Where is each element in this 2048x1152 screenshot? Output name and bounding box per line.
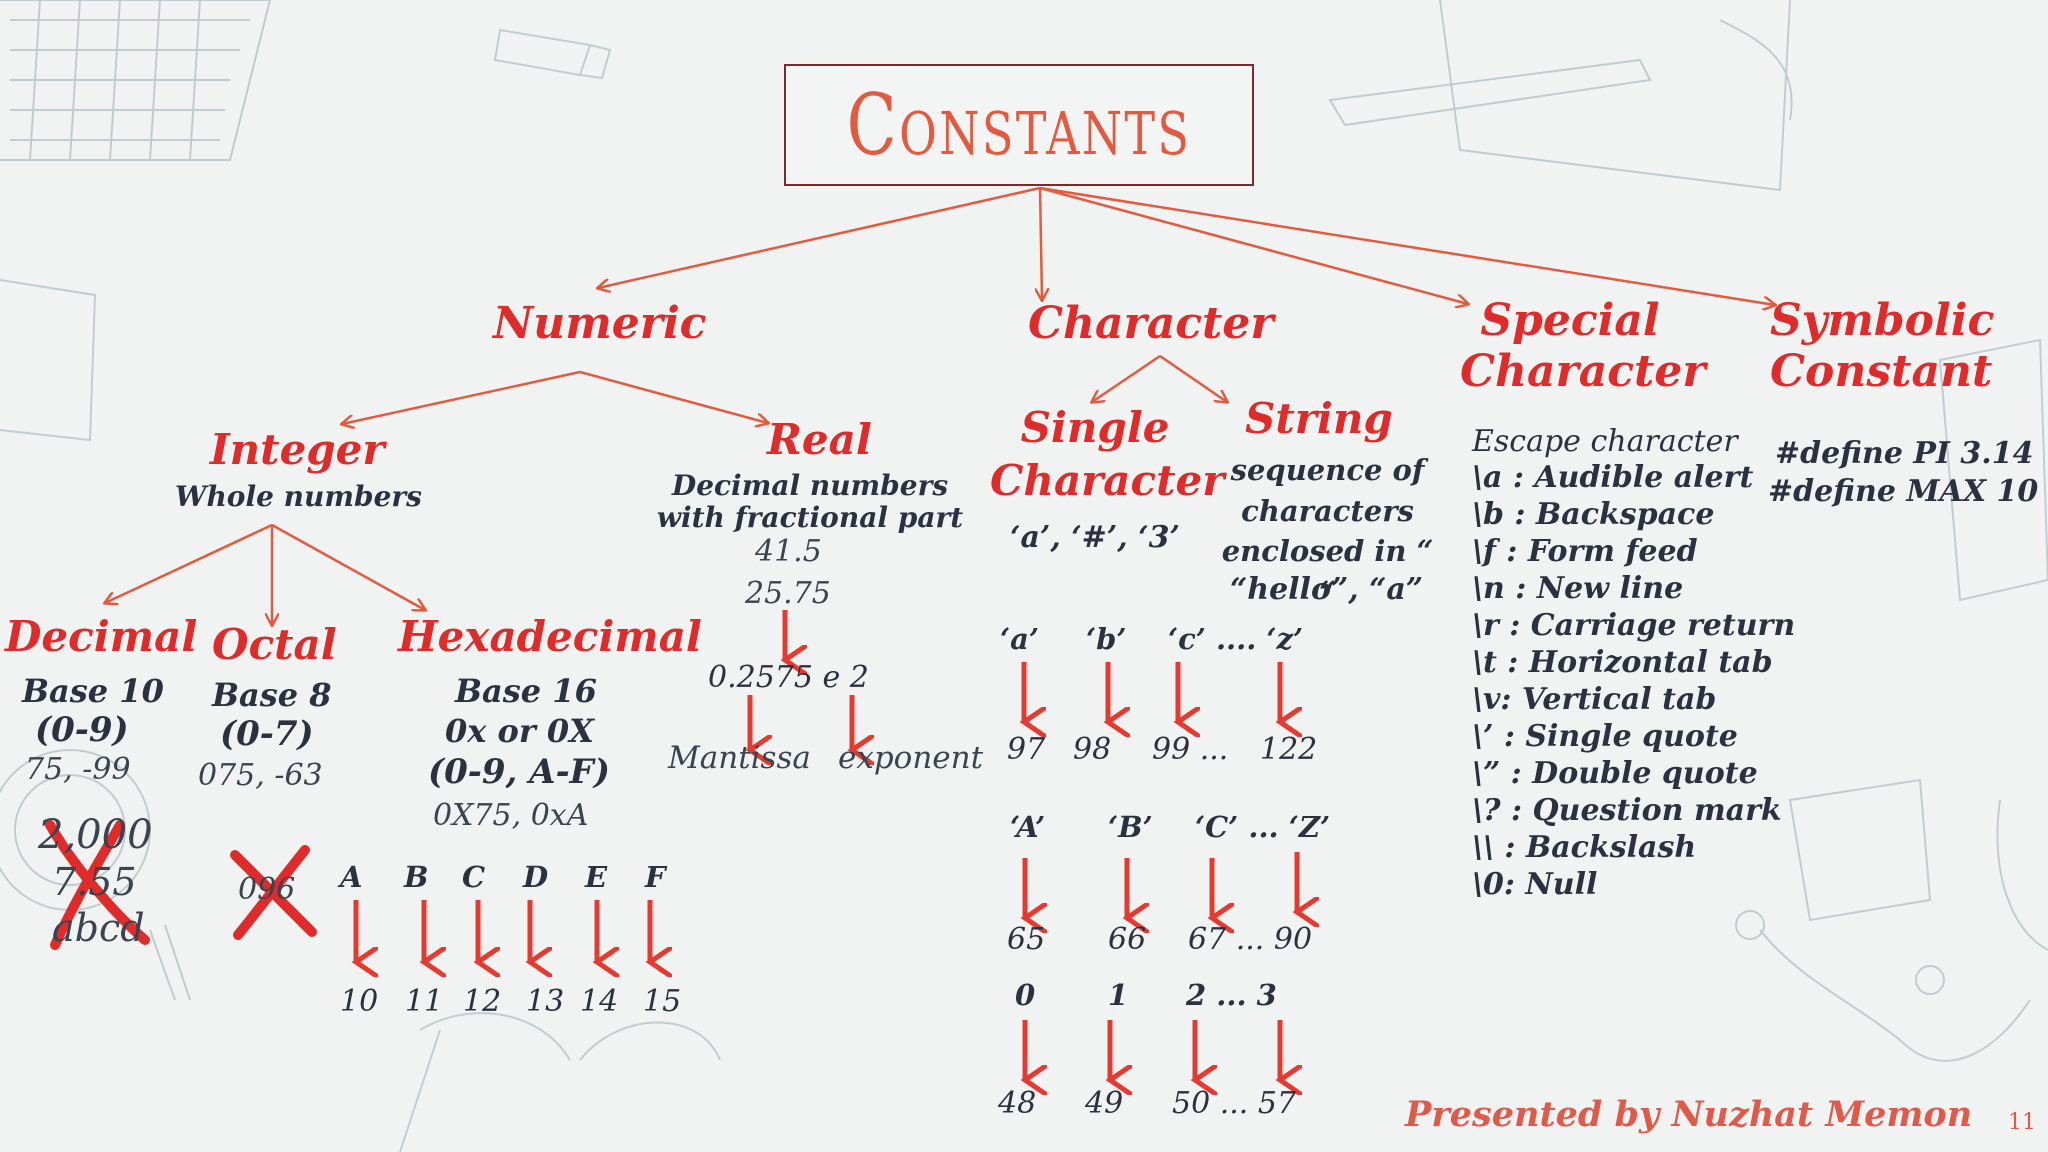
- escape-item: \” : Double quote: [1472, 756, 1758, 791]
- code-48: 48: [998, 1086, 1037, 1121]
- decimal-example: 75, -99: [25, 752, 131, 787]
- code-99: 99 ...: [1152, 732, 1229, 767]
- escape-heading: Escape character: [1472, 424, 1738, 459]
- code-98: 98: [1073, 732, 1112, 767]
- string-label: String: [1245, 394, 1393, 443]
- decimal-invalid-1: 2,000: [38, 812, 153, 858]
- category-special: Special Character: [1460, 295, 1706, 397]
- hex-letter-b: B: [404, 860, 429, 894]
- escape-item: \’ : Single quote: [1472, 719, 1738, 754]
- decimal-range: (0-9): [35, 710, 129, 750]
- symbolic-item: #define MAX 10: [1768, 474, 2039, 509]
- escape-item: \f : Form feed: [1472, 534, 1698, 569]
- hex-value-13: 13: [526, 984, 565, 1019]
- real-desc: Decimal numbers with fractional part: [656, 469, 964, 535]
- octal-invalid-cross-icon: [230, 845, 317, 940]
- code-50-57: 50 ... 57: [1172, 1086, 1297, 1121]
- char-upper-c-z: ‘C’ ... ‘Z’: [1195, 810, 1331, 844]
- earphones-sketch-icon: [1759, 799, 2048, 1062]
- hex-value-14: 14: [580, 984, 619, 1019]
- decimal-invalid-cross-icon: [45, 820, 150, 950]
- char-upper-b: ‘B’: [1108, 810, 1153, 844]
- octal-range: (0-7): [220, 714, 314, 754]
- hex-prefix: 0x or 0X: [445, 712, 594, 750]
- code-122: 122: [1260, 732, 1318, 767]
- string-desc: sequence of characters enclosed in “ “: [1221, 453, 1434, 609]
- char-digit-1: 1: [1108, 978, 1129, 1012]
- keyboard-sketch-icon: [0, 0, 272, 161]
- hex-example: 0X75, 0xA: [433, 798, 589, 833]
- char-digit-0: 0: [1015, 978, 1036, 1012]
- code-49: 49: [1085, 1086, 1124, 1121]
- hex-letter-d: D: [523, 860, 549, 894]
- escape-item: \b : Backspace: [1472, 497, 1715, 532]
- hex-value-12: 12: [463, 984, 502, 1019]
- decimal-invalid-3: abcd: [52, 906, 145, 950]
- char-upper-a: ‘A’: [1010, 810, 1046, 844]
- char-lower-c-z: ‘c’ .... ‘z’: [1168, 622, 1304, 656]
- escape-item: \t : Horizontal tab: [1472, 645, 1773, 680]
- hex-letter-e: E: [585, 860, 608, 894]
- integer-desc: Whole numbers: [175, 480, 422, 513]
- octal-example: 075, -63: [198, 758, 323, 793]
- real-example-2: 25.75: [745, 576, 831, 611]
- sticky-note-sketch-icon: [1788, 778, 1932, 922]
- hex-base: Base 16: [455, 672, 597, 710]
- hex-letter-f: F: [645, 860, 666, 894]
- hex-value-10: 10: [340, 984, 379, 1019]
- octal-label: Octal: [212, 620, 337, 669]
- decimal-label: Decimal: [5, 612, 198, 661]
- char-digit-2-3: 2 ... 3: [1186, 978, 1277, 1012]
- decimal-invalid-2: 7.55: [52, 860, 137, 904]
- hex-letter-a: A: [340, 860, 363, 894]
- decimal-base: Base 10: [22, 672, 164, 710]
- category-symbolic: Symbolic Constant: [1770, 295, 1995, 397]
- octal-base: Base 8: [212, 676, 332, 714]
- notebook-sketch-icon: [1439, 0, 1791, 192]
- escape-item: \? : Question mark: [1472, 793, 1782, 828]
- real-label: Real: [767, 415, 872, 464]
- category-character: Character: [1028, 298, 1274, 349]
- escape-item: \r : Carriage return: [1472, 608, 1796, 643]
- category-numeric: Numeric: [493, 298, 707, 349]
- code-66: 66: [1108, 922, 1147, 957]
- title-box: [784, 64, 1254, 186]
- real-example-1: 41.5: [755, 534, 822, 569]
- hex-letter-c: C: [462, 860, 486, 894]
- integer-label: Integer: [210, 425, 385, 474]
- hex-label: Hexadecimal: [398, 612, 702, 661]
- hex-value-11: 11: [405, 984, 444, 1019]
- exponent-label: exponent: [838, 740, 984, 776]
- symbolic-item: #define PI 3.14: [1775, 436, 2034, 471]
- hex-range: (0-9, A-F): [428, 752, 610, 792]
- usb-sketch-icon: [493, 28, 612, 80]
- escape-item: \v: Vertical tab: [1472, 682, 1717, 717]
- page-number: 11: [2008, 1110, 2036, 1135]
- phone-sketch-icon: [1938, 338, 2048, 602]
- char-lower-b: ‘b’: [1086, 622, 1127, 656]
- code-67-90: 67 ... 90: [1188, 922, 1313, 957]
- escape-item: \n : New line: [1472, 571, 1684, 606]
- presenter-credit: Presented by Nuzhat Memon: [1405, 1094, 1973, 1135]
- escape-item: \a : Audible alert: [1472, 460, 1754, 495]
- real-exponent-example: 0.2575 e 2: [708, 660, 869, 695]
- hex-value-15: 15: [643, 984, 682, 1019]
- single-character-label: Single Character: [990, 403, 1225, 505]
- escape-item: \\ : Backslash: [1472, 830, 1697, 865]
- code-65: 65: [1007, 922, 1046, 957]
- tablet-sketch-icon: [0, 279, 97, 442]
- octal-invalid: 096: [238, 872, 296, 907]
- mantissa-label: Mantissa: [668, 740, 811, 776]
- char-lower-a: ‘a’: [1000, 622, 1039, 656]
- string-example: “hello”, “a”: [1230, 572, 1424, 607]
- single-character-example: ‘a’, ‘#’, ‘3’: [1010, 520, 1180, 555]
- escape-item: \0: Null: [1472, 867, 1598, 902]
- code-97: 97: [1007, 732, 1046, 767]
- glasses-sketch-icon: [399, 1012, 721, 1152]
- page-title: Constants: [846, 76, 1192, 174]
